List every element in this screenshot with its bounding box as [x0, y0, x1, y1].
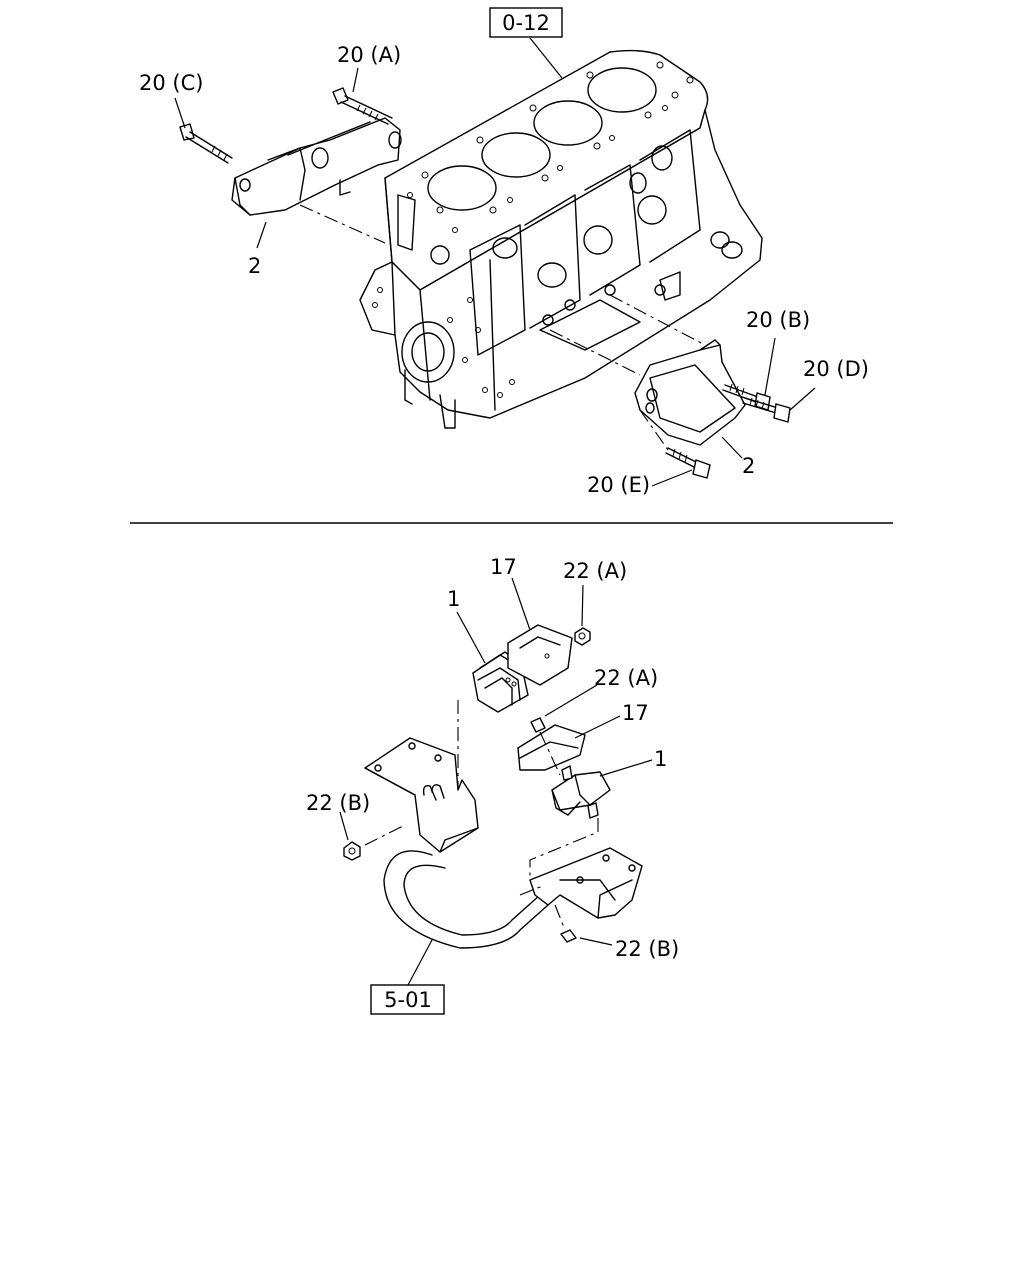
callout-17-right: 17: [622, 701, 649, 725]
callout-2-right: 2: [742, 454, 755, 478]
bolt-20d: [742, 397, 791, 423]
right-rubber-mount: [551, 765, 611, 819]
callout-22a-top: 22 (A): [563, 559, 627, 583]
callout-20d: 20 (D): [803, 357, 869, 381]
top-leader-lines: [174, 37, 816, 487]
frame-crossmember: [364, 737, 643, 949]
callout-2-left: 2: [248, 254, 261, 278]
right-mount-cover: [517, 724, 586, 771]
callout-17-left: 17: [490, 555, 517, 579]
left-engine-bracket: [231, 117, 402, 216]
callout-1-right: 1: [654, 747, 667, 771]
bolt-20a: [332, 87, 393, 125]
bolt-20e: [665, 447, 711, 479]
nut-22a-top: [574, 627, 591, 646]
reference-label-5-01: 5-01: [384, 988, 432, 1012]
callout-22a-mid: 22 (A): [594, 666, 658, 690]
callout-20e: 20 (E): [587, 473, 650, 497]
left-mount-cover: [507, 624, 573, 686]
nut-22a-mid: [530, 717, 546, 733]
reference-box-5-01: 5-01: [370, 984, 445, 1015]
bolt-20c: [179, 123, 233, 164]
nut-22b-right: [560, 929, 577, 943]
reference-box-0-12: 0-12: [489, 7, 563, 38]
callout-22b-right: 22 (B): [615, 937, 679, 961]
right-engine-bracket: [634, 339, 746, 446]
callout-20a: 20 (A): [337, 43, 401, 67]
bottom-leader-lines: [339, 577, 653, 986]
nut-22b-left: [343, 841, 361, 861]
engine-block-drawing: [359, 49, 763, 429]
top-assembly-lines: [299, 204, 706, 451]
callout-22b-left: 22 (B): [306, 791, 370, 815]
reference-label-0-12: 0-12: [502, 11, 550, 35]
bottom-assembly-lines: [364, 700, 599, 931]
callout-20b: 20 (B): [746, 308, 810, 332]
callout-1-left: 1: [447, 587, 460, 611]
callout-20c: 20 (C): [139, 71, 203, 95]
